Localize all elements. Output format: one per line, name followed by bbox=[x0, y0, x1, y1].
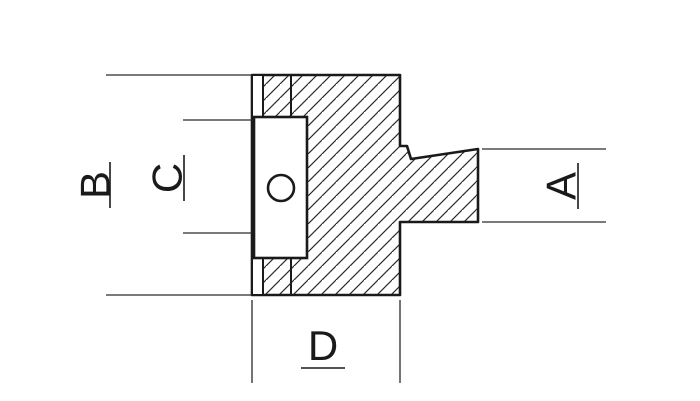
dim-label-d: D bbox=[308, 322, 338, 369]
flange-lip-bottom bbox=[251, 256, 264, 296]
flange-lip-top bbox=[251, 74, 264, 119]
dim-label-a: A bbox=[538, 172, 585, 200]
part-body-section bbox=[250, 73, 480, 297]
through-hole-circle bbox=[266, 173, 296, 203]
dim-label-b: B bbox=[72, 171, 119, 199]
dim-label-c: C bbox=[144, 163, 191, 193]
